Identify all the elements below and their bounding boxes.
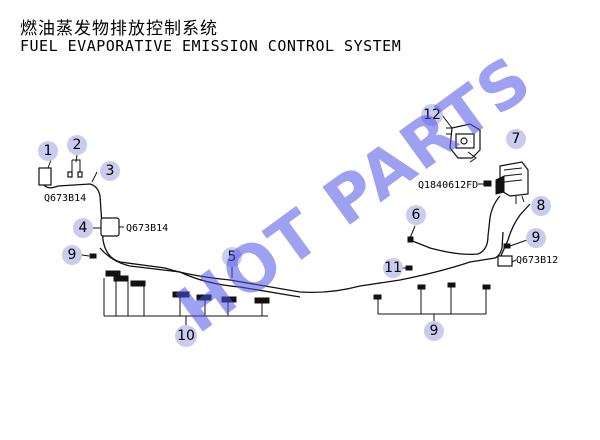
callout-12-label: 12: [423, 107, 441, 123]
clip-group-9: [373, 282, 491, 322]
leader-2: [75, 154, 78, 163]
watermark: HOT PARTS: [164, 42, 546, 348]
callout-3-label: 3: [106, 163, 115, 179]
callout-2-label: 2: [73, 137, 82, 153]
callout-9-left-label: 9: [68, 247, 77, 263]
callout-9-right-label: 9: [532, 230, 541, 246]
fitting-1: [38, 167, 52, 186]
callout-5[interactable]: 5: [222, 247, 242, 267]
leader-9-right: [509, 239, 528, 247]
clip-9-right: [503, 243, 511, 249]
callout-1-label: 1: [44, 143, 53, 159]
clip-group-10: [103, 270, 270, 326]
pipe-8: [499, 203, 531, 259]
callout-4-label: 4: [79, 220, 88, 236]
callout-7[interactable]: 7: [506, 129, 526, 149]
part-code-q1840612fd: Q1840612FD: [418, 180, 478, 191]
callout-8[interactable]: 8: [531, 196, 551, 216]
callout-2[interactable]: 2: [67, 135, 87, 155]
callout-3[interactable]: 3: [100, 161, 120, 181]
clip-11: [405, 265, 413, 271]
callout-9-left[interactable]: 9: [62, 245, 82, 265]
leader-q673b12: [511, 259, 517, 263]
clip-2: [67, 159, 83, 178]
carbon-canister-7: [495, 161, 529, 204]
callout-7-label: 7: [512, 131, 521, 147]
diagram-title-en: FUEL EVAPORATIVE EMISSION CONTROL SYSTEM: [20, 37, 402, 55]
leader-1: [47, 159, 52, 169]
callout-6[interactable]: 6: [406, 205, 426, 225]
leader-6: [409, 225, 416, 239]
bracket-q673b12: [497, 255, 513, 267]
callout-1[interactable]: 1: [38, 141, 58, 161]
part-code-q673b14-1: Q673B14: [44, 193, 86, 204]
callout-4[interactable]: 4: [73, 218, 93, 238]
callout-10[interactable]: 10: [175, 325, 197, 347]
main-vapor-pipe-lower: [99, 247, 301, 298]
solenoid-valve-12: [446, 123, 481, 163]
callout-10-label: 10: [177, 328, 195, 344]
callout-6-label: 6: [412, 207, 421, 223]
diagram-title-cn: 燃油蒸发物排放控制系统: [20, 19, 218, 39]
leader-9-left: [81, 254, 90, 257]
part-code-q673b14-4: Q673B14: [126, 223, 168, 234]
callout-11-label: 11: [384, 260, 402, 276]
callout-8-label: 8: [537, 198, 546, 214]
main-vapor-pipe: [43, 172, 504, 294]
bracket-4: [100, 217, 120, 237]
callout-12[interactable]: 12: [421, 104, 443, 126]
part-code-q673b12: Q673B12: [516, 255, 558, 266]
canister-pipe: [409, 195, 501, 256]
leader-12: [441, 114, 453, 129]
callout-11[interactable]: 11: [383, 258, 403, 278]
bolt-q1840612fd: [483, 180, 492, 187]
callout-9-bottom[interactable]: 9: [424, 321, 444, 341]
leader-3: [91, 171, 98, 183]
callout-9-bottom-label: 9: [430, 323, 439, 339]
callout-5-label: 5: [228, 249, 237, 265]
callout-9-right[interactable]: 9: [526, 228, 546, 248]
clip-9-left: [89, 253, 97, 259]
